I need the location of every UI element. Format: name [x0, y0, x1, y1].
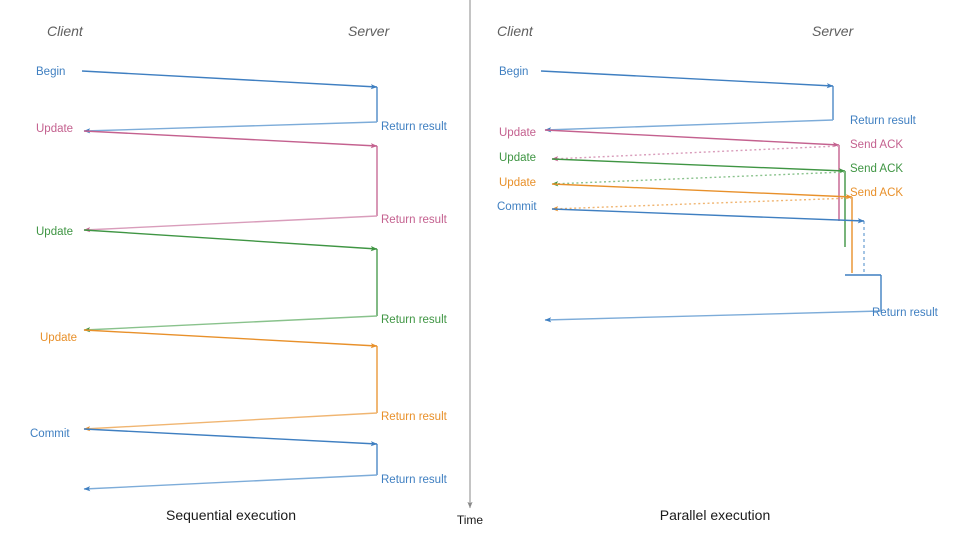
message-label-par-update-1: Update — [499, 127, 536, 139]
message-arrow-par-commit-return — [544, 310, 882, 323]
message-label-seq-update-1: Update — [36, 123, 73, 135]
message-arrow-par-update-3-ack — [551, 197, 853, 212]
message-label-seq-commit-return: Return result — [381, 474, 448, 486]
message-arrow-par-update-2-ack — [551, 171, 846, 187]
message-label-seq-update-2: Update — [36, 226, 73, 238]
message-label-par-update-3-ack: Send ACK — [850, 187, 903, 199]
message-label-seq-begin-return: Return result — [381, 121, 448, 133]
message-arrow-seq-update-3-return — [83, 412, 378, 432]
message-arrow-par-update-1 — [544, 129, 840, 148]
message-arrow-seq-begin-return — [83, 121, 378, 134]
panel-caption-sequential: Sequential execution — [166, 507, 296, 523]
time-axis-label: Time — [457, 513, 484, 527]
message-label-par-update-1-ack: Send ACK — [850, 139, 903, 151]
message-arrow-par-update-1-ack — [551, 145, 840, 162]
message-arrow-seq-update-2-return — [83, 315, 378, 333]
message-arrow-seq-update-1-return — [83, 215, 378, 233]
message-arrow-seq-commit — [83, 428, 378, 447]
time-axis-layer: Time — [457, 0, 484, 527]
message-label-par-update-3: Update — [499, 177, 536, 189]
message-arrow-par-commit — [551, 208, 865, 224]
message-arrow-par-begin-return — [544, 119, 834, 133]
actor-label-server: Server — [812, 23, 855, 39]
actor-label-server: Server — [348, 23, 391, 39]
message-label-seq-update-3-return: Return result — [381, 411, 448, 423]
message-label-seq-update-1-return: Return result — [381, 214, 448, 226]
message-label-par-commit: Commit — [497, 201, 537, 213]
actor-label-client: Client — [47, 23, 84, 39]
message-arrow-par-update-3 — [551, 183, 853, 200]
message-label-par-update-2: Update — [499, 152, 536, 164]
message-arrow-par-begin — [540, 70, 834, 89]
message-arrow-seq-update-3 — [83, 329, 378, 349]
message-arrow-seq-commit-return — [83, 474, 378, 492]
message-arrow-par-update-2 — [551, 158, 846, 174]
message-label-par-update-2-ack: Send ACK — [850, 163, 903, 175]
message-label-par-begin: Begin — [499, 66, 528, 78]
message-label-par-commit-return: Return result — [872, 307, 939, 319]
message-arrow-seq-update-2 — [83, 229, 378, 252]
message-arrow-seq-begin — [81, 70, 378, 90]
message-label-seq-commit: Commit — [30, 428, 70, 440]
message-label-seq-update-3: Update — [40, 332, 77, 344]
message-label-par-begin-return: Return result — [850, 115, 917, 127]
panel-caption-parallel: Parallel execution — [660, 507, 771, 523]
message-label-seq-update-2-return: Return result — [381, 314, 448, 326]
actor-label-client: Client — [497, 23, 534, 39]
message-arrow-seq-update-1 — [83, 130, 378, 149]
message-label-seq-begin: Begin — [36, 66, 65, 78]
